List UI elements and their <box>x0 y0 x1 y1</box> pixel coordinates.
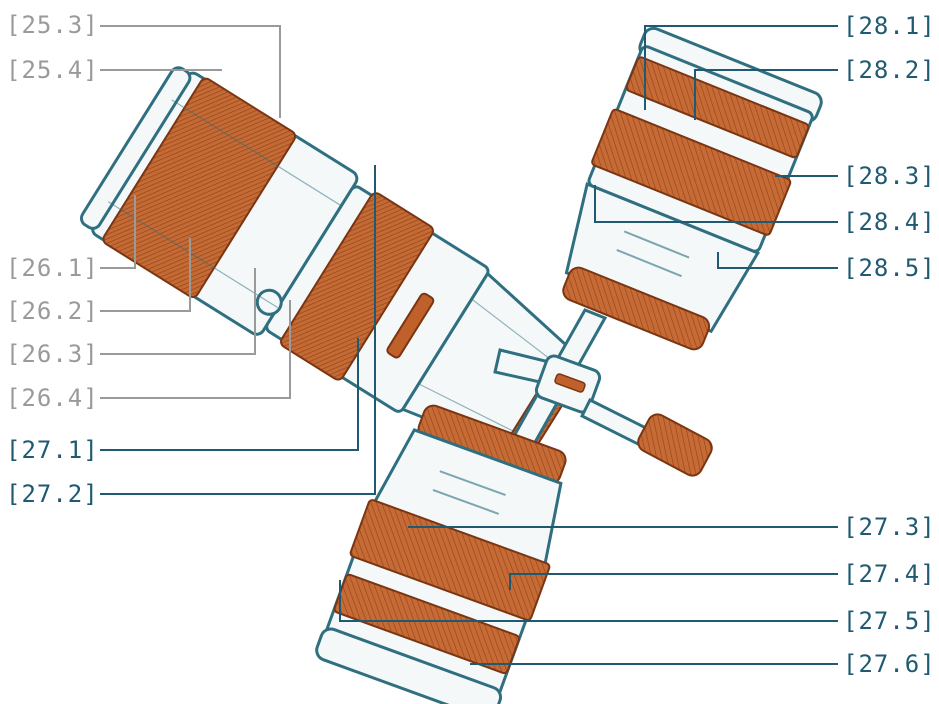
label-27-6: [27.6] <box>843 649 936 679</box>
label-26-2: [26.2] <box>6 296 99 326</box>
leader-27-4 <box>510 574 838 590</box>
label-26-4: [26.4] <box>6 383 99 413</box>
label-27-2: [27.2] <box>6 479 99 509</box>
label-27-1: [27.1] <box>6 435 99 465</box>
label-28-4: [28.4] <box>843 207 936 237</box>
label-27-5: [27.5] <box>843 606 936 636</box>
label-28-1: [28.1] <box>843 11 936 41</box>
label-25-4: [25.4] <box>6 55 99 85</box>
label-28-2: [28.2] <box>843 55 936 85</box>
label-26-1: [26.1] <box>6 253 99 283</box>
handle-grip <box>635 411 716 479</box>
label-25-3: [25.3] <box>6 10 99 40</box>
label-28-3: [28.3] <box>843 161 936 191</box>
small-lens-lower <box>313 396 588 704</box>
label-26-3: [26.3] <box>6 339 99 369</box>
label-28-5: [28.5] <box>843 253 936 283</box>
label-27-3: [27.3] <box>843 512 936 542</box>
label-27-4: [27.4] <box>843 559 936 589</box>
